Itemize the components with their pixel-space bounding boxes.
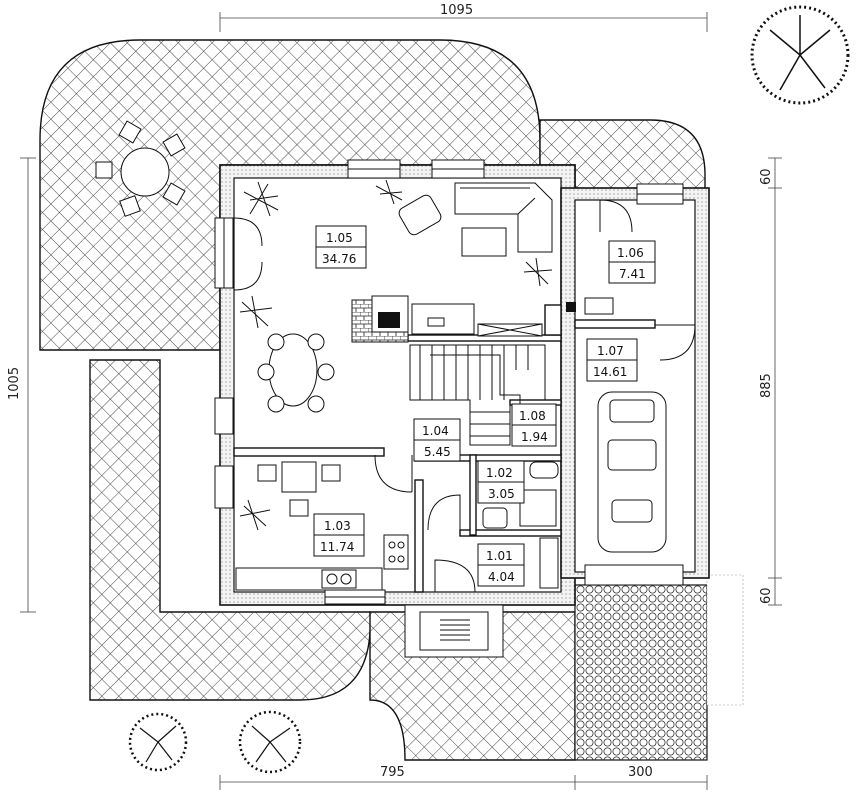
room-number: 1.04: [422, 424, 449, 438]
room-area: 7.41: [619, 267, 646, 281]
room-label: 1.07 14.61: [586, 338, 638, 382]
dim-left-height: 1005: [7, 367, 22, 400]
room-label: 1.05 34.76: [315, 225, 367, 269]
room-number: 1.08: [519, 409, 546, 423]
room-area: 34.76: [322, 252, 356, 266]
plant-icon: [239, 179, 553, 531]
room-number: 1.06: [617, 246, 644, 260]
room-number: 1.05: [326, 231, 353, 245]
terrace-paving: [39, 39, 541, 351]
staircase: [409, 323, 546, 446]
room-label: 1.08 1.94: [511, 403, 557, 447]
dim-right-top: 60: [759, 168, 774, 185]
car: [597, 391, 667, 553]
room-label: 1.03 11.74: [313, 513, 365, 557]
room-area: 14.61: [593, 365, 627, 379]
dim-bottom-right: 300: [628, 765, 653, 780]
tree-icon: [750, 5, 850, 105]
room-number: 1.01: [486, 549, 513, 563]
kitchen-units: [235, 461, 409, 591]
room-label: 1.06 7.41: [608, 240, 656, 284]
tree-icon: [238, 710, 302, 774]
room-label: 1.02 3.05: [477, 460, 525, 504]
room-area: 4.04: [488, 570, 515, 584]
room-area: 11.74: [320, 540, 354, 554]
dim-right-bottom: 60: [759, 587, 774, 604]
hedge-strip: [706, 574, 744, 706]
dim-top-width: 1095: [440, 3, 473, 18]
room-area: 1.94: [521, 430, 548, 444]
dining-set: [257, 333, 335, 413]
armchair: [398, 194, 442, 236]
sofa: [454, 182, 553, 257]
dim-right-middle: 885: [759, 373, 774, 398]
room-area: 5.45: [424, 445, 451, 459]
driveway-pavers: [574, 584, 708, 761]
tree-icon: [128, 712, 188, 772]
room-label: 1.01 4.04: [477, 543, 525, 587]
room-area: 3.05: [488, 487, 515, 501]
bathroom-fixtures: [482, 461, 559, 589]
room-number: 1.07: [597, 344, 624, 358]
terrace-table: [95, 120, 186, 217]
dim-bottom-left: 795: [380, 765, 405, 780]
room-label: 1.04 5.45: [413, 418, 461, 462]
fireplace: [351, 295, 475, 343]
room-number: 1.02: [486, 466, 513, 480]
room-number: 1.03: [324, 519, 351, 533]
